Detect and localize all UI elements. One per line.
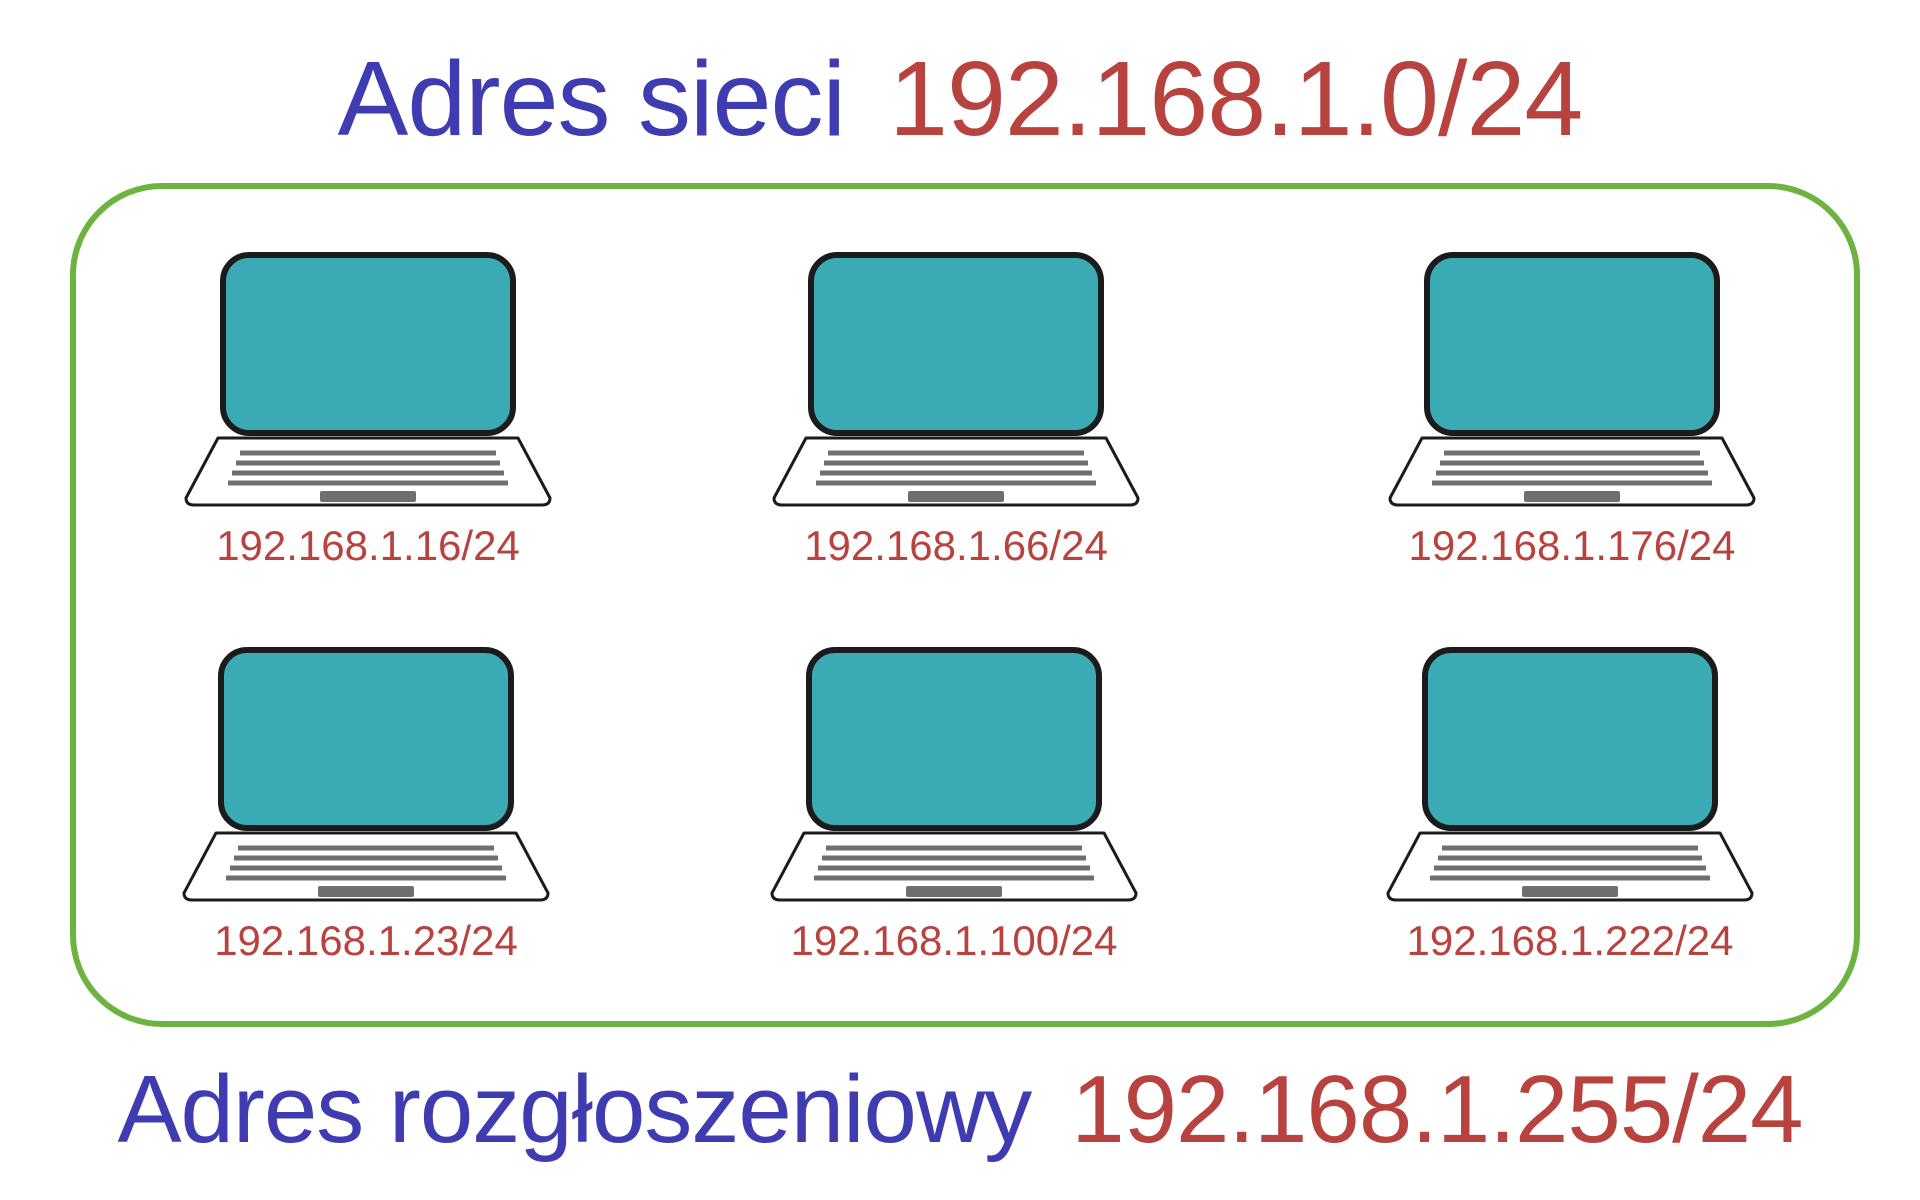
laptop-icon <box>772 252 1140 507</box>
host: 192.168.1.23/24 <box>176 645 556 985</box>
host-ip-address: 192.168.1.16/24 <box>216 522 520 569</box>
broadcast-address-label: Adres rozgłoszeniowy <box>117 1056 1032 1163</box>
laptop-icon <box>182 647 550 902</box>
broadcast-address-value: 192.168.1.255/24 <box>1071 1056 1803 1163</box>
host: 192.168.1.16/24 <box>178 250 558 590</box>
host-ip-address: 192.168.1.222/24 <box>1406 917 1734 964</box>
laptop-icon <box>184 252 552 507</box>
laptop-icon <box>770 647 1138 902</box>
host-ip-address: 192.168.1.176/24 <box>1408 522 1736 569</box>
host-ip-address: 192.168.1.66/24 <box>804 522 1108 569</box>
host-ip-address: 192.168.1.100/24 <box>790 917 1118 964</box>
network-address-label: Adres sieci <box>337 40 846 158</box>
host: 192.168.1.176/24 <box>1382 250 1762 590</box>
laptop-icon <box>1386 647 1754 902</box>
laptop-icon <box>1388 252 1756 507</box>
host: 192.168.1.222/24 <box>1380 645 1760 985</box>
host: 192.168.1.66/24 <box>766 250 1146 590</box>
network-boundary <box>70 183 1860 1027</box>
host-ip-address: 192.168.1.23/24 <box>214 917 518 964</box>
host: 192.168.1.100/24 <box>764 645 1144 985</box>
network-address-value: 192.168.1.0/24 <box>889 40 1583 158</box>
